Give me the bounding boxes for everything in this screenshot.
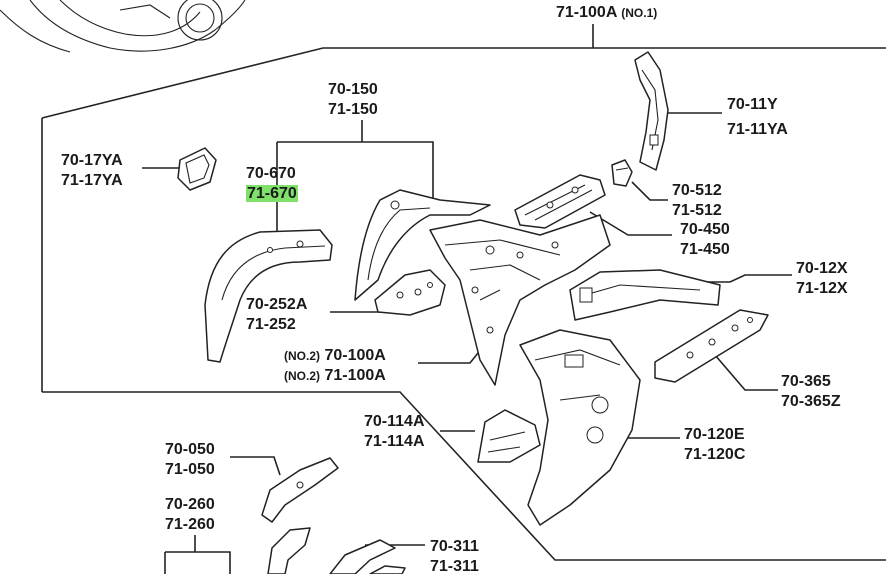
part-450-rail — [514, 174, 606, 229]
callout-311: 70-311 71-311 — [430, 537, 479, 577]
callout-150: 70-150 71-150 — [328, 80, 378, 120]
part-code: 71-252 — [246, 316, 296, 333]
part-note: (NO.2) — [284, 369, 320, 383]
callout-450: 70-450 71-450 — [680, 220, 730, 260]
part-17ya-bracket — [177, 147, 217, 191]
part-code: 70-11Y — [727, 96, 778, 113]
part-code: 70-100A — [324, 347, 386, 364]
part-code: 71-100A — [556, 4, 617, 21]
part-code: 70-114A — [364, 413, 425, 430]
part-code: 71-311 — [430, 558, 479, 575]
part-code: 71-114A — [364, 433, 425, 450]
part-code: 70-120E — [684, 426, 745, 443]
part-code: 71-260 — [165, 516, 215, 533]
part-code: 70-311 — [430, 538, 479, 555]
callout-11y: 70-11Y 71-11YA — [727, 95, 788, 140]
callout-670: 70-670 71-670 — [246, 164, 298, 204]
part-114a-gusset — [477, 409, 541, 463]
part-150-panel — [354, 189, 491, 301]
callout-512: 70-512 71-512 — [672, 181, 722, 221]
part-100a-no2-main-panel — [429, 214, 611, 386]
part-code: 70-17YA — [61, 152, 123, 169]
assembly-frame — [41, 24, 886, 561]
part-note: (NO.2) — [284, 349, 320, 363]
part-12x-member — [569, 269, 721, 321]
part-code: 71-050 — [165, 461, 215, 478]
part-252-reinforcement — [374, 269, 446, 316]
part-code: 71-11YA — [727, 121, 788, 138]
part-code: 71-100A — [324, 367, 386, 384]
part-code: 71-120C — [684, 446, 746, 463]
part-code: 71-12X — [796, 280, 848, 297]
callout-17ya: 70-17YA 71-17YA — [61, 151, 123, 191]
part-code: 70-670 — [246, 165, 296, 182]
part-11y-pillar — [634, 51, 669, 171]
part-670-wheelhouse-inner — [204, 229, 333, 363]
highlighted-part-code: 71-670 — [246, 185, 298, 202]
part-code: 71-512 — [672, 202, 722, 219]
part-code: 70-150 — [328, 81, 378, 98]
callout-050: 70-050 71-050 — [165, 440, 215, 480]
part-050-bracket — [261, 457, 339, 523]
callout-71-100a-no1: 71-100A (NO.1) — [556, 3, 657, 23]
callout-120: 70-120E 71-120C — [684, 425, 745, 465]
car-body-sketch — [0, 0, 246, 53]
part-code: 70-12X — [796, 260, 848, 277]
part-code: 70-252A — [246, 296, 308, 313]
part-260-panel — [267, 527, 311, 575]
part-120-wheelhouse-outer — [519, 329, 641, 526]
part-code: 70-365Z — [781, 393, 841, 410]
part-code: 71-17YA — [61, 172, 123, 189]
callout-12x: 70-12X 71-12X — [796, 259, 848, 299]
callout-252: 70-252A 71-252 — [246, 295, 307, 335]
callout-100a-no2: (NO.2) 70-100A (NO.2) 71-100A — [284, 346, 386, 386]
callout-365: 70-365 70-365Z — [781, 372, 841, 412]
part-365-bracket — [654, 309, 769, 383]
part-code: 71-450 — [680, 241, 730, 258]
callout-114a: 70-114A 71-114A — [364, 412, 425, 452]
part-code: 71-150 — [328, 101, 378, 118]
part-note: (NO.1) — [621, 6, 658, 20]
part-512-clip — [611, 159, 633, 187]
part-code: 70-450 — [680, 221, 730, 238]
callout-260: 70-260 71-260 — [165, 495, 215, 535]
part-code: 70-512 — [672, 182, 722, 199]
part-code: 70-365 — [781, 373, 831, 390]
part-code: 70-260 — [165, 496, 215, 513]
part-code: 70-050 — [165, 441, 215, 458]
